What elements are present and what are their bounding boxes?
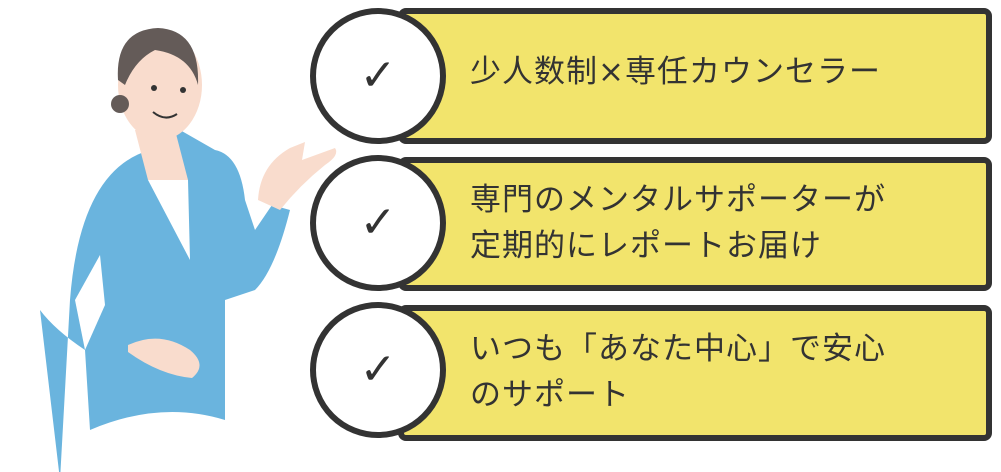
check-icon: ✓ xyxy=(359,197,397,248)
check-badge-1: ✓ xyxy=(310,8,446,144)
feature-text-2: 専門のメンタルサポーターが定期的にレポートお届け xyxy=(470,177,886,269)
feature-line: 少人数制×専任カウンセラー xyxy=(470,54,881,90)
feature-card-1 xyxy=(398,8,992,144)
feature-line: 専門のメンタルサポーターが xyxy=(470,182,886,218)
counselor-illustration xyxy=(40,28,337,472)
feature-card-3 xyxy=(398,305,992,441)
check-icon: ✓ xyxy=(359,344,397,395)
check-icon: ✓ xyxy=(359,50,397,101)
feature-text-3: いつも「あなた中心」で安心のサポート xyxy=(470,326,886,418)
check-badge-3: ✓ xyxy=(310,302,446,438)
feature-line: のサポート xyxy=(470,377,630,413)
feature-line: 定期的にレポートお届け xyxy=(470,228,822,264)
feature-line: いつも「あなた中心」で安心 xyxy=(470,331,886,367)
check-badge-2: ✓ xyxy=(310,155,446,291)
feature-text-1: 少人数制×専任カウンセラー xyxy=(470,49,881,95)
